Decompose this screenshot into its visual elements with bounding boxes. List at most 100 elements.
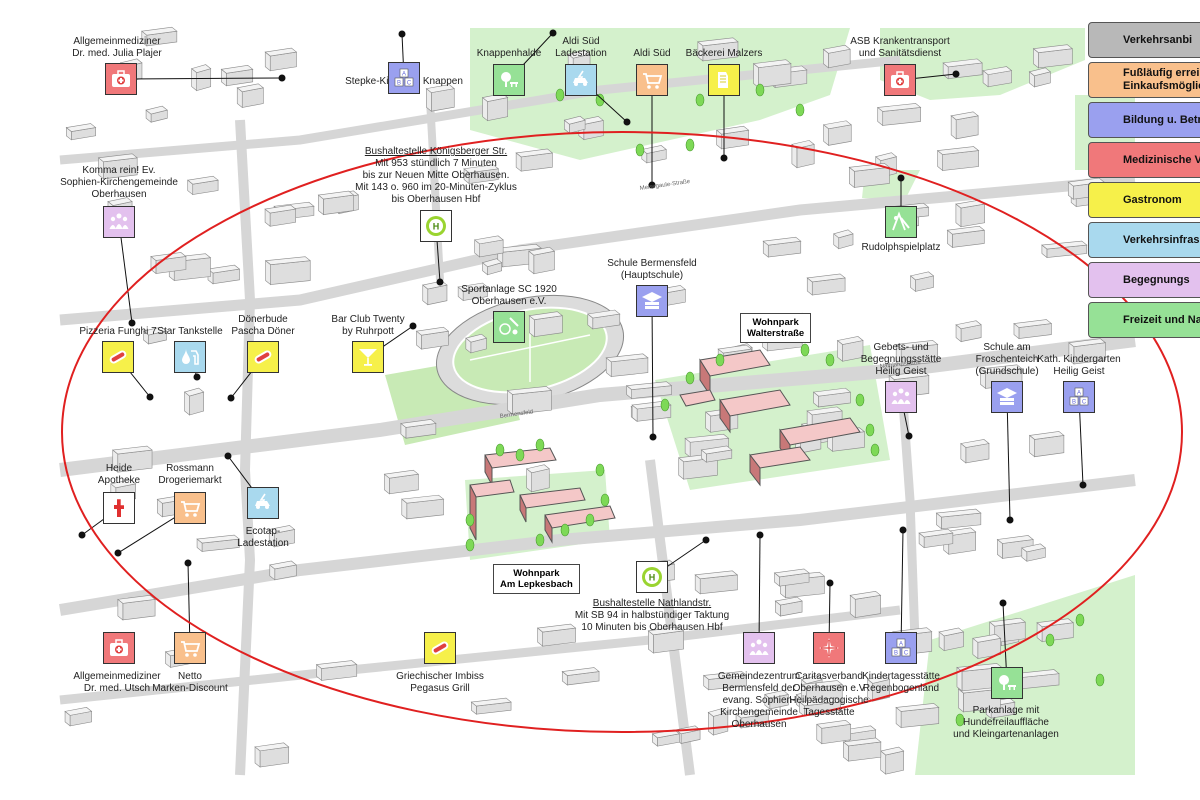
building xyxy=(895,340,939,367)
building xyxy=(196,534,241,553)
building xyxy=(938,627,965,652)
hotdog-icon[interactable] xyxy=(247,341,279,373)
legend-item-label: Medizinische Ver xyxy=(1123,153,1200,166)
tree xyxy=(635,143,645,157)
svg-text:A: A xyxy=(402,72,406,78)
ev-charging-icon[interactable] xyxy=(247,487,279,519)
school-icon[interactable] xyxy=(636,285,668,317)
building xyxy=(694,570,739,595)
tree xyxy=(535,533,545,547)
cocktail-icon[interactable] xyxy=(352,341,384,373)
leader-line xyxy=(118,221,133,324)
building xyxy=(463,164,500,185)
poi-label-line: Regenbogenland xyxy=(862,683,940,694)
legend-item-label: Gastronom xyxy=(1123,193,1182,206)
svg-text:C: C xyxy=(407,81,412,87)
building xyxy=(268,525,296,548)
building xyxy=(191,64,212,92)
poi-label-line: Pegasus Grill xyxy=(410,683,470,694)
building xyxy=(264,204,297,227)
building xyxy=(236,83,265,109)
leader-dot xyxy=(436,278,444,286)
building xyxy=(773,568,810,587)
caritas-cross-icon[interactable] xyxy=(813,632,845,664)
people-icon[interactable] xyxy=(743,632,775,664)
poi-label-line: Caritasverband xyxy=(795,671,863,682)
poi-label-line: Star Tankstelle xyxy=(157,326,223,337)
building xyxy=(112,445,153,473)
legend-item-label: Begegnungs xyxy=(1123,273,1190,286)
leader-dot xyxy=(193,373,201,381)
medical-kit-icon[interactable] xyxy=(884,64,916,96)
leader-line xyxy=(651,300,654,438)
fuel-pump-icon[interactable] xyxy=(174,341,206,373)
medical-kit-icon[interactable] xyxy=(105,63,137,95)
poi-label-line: Mit SB 94 in halbstündiger Taktung xyxy=(574,610,730,621)
svg-text:B: B xyxy=(397,81,401,87)
poi-label-5: Bäckerei Malzers xyxy=(686,48,763,60)
tree xyxy=(955,713,965,727)
building xyxy=(641,145,667,164)
park-icon[interactable] xyxy=(493,64,525,96)
medical-kit-icon[interactable] xyxy=(103,632,135,664)
poi-label-4: Aldi Süd xyxy=(633,48,670,60)
leader-line xyxy=(758,534,761,649)
building xyxy=(401,494,445,520)
bus-stop-icon[interactable]: H xyxy=(420,210,452,242)
people-icon[interactable] xyxy=(103,206,135,238)
building xyxy=(425,84,455,112)
poi-label-line: Apotheke xyxy=(97,475,141,486)
sports-ground xyxy=(435,294,625,406)
leader-dot xyxy=(720,154,728,162)
tree xyxy=(1075,613,1085,627)
leader-dot xyxy=(227,394,235,402)
poi-label-line: Bermensfeld der xyxy=(722,683,796,694)
tree xyxy=(685,138,695,152)
poi-label-line: Oberhausen e.V xyxy=(792,683,866,694)
building xyxy=(515,148,554,172)
street-label-bermensfeld: Bermensfeld xyxy=(499,409,533,420)
svg-text:C: C xyxy=(904,651,909,657)
park-icon[interactable] xyxy=(991,667,1023,699)
building xyxy=(64,707,93,727)
hotdog-icon[interactable] xyxy=(424,632,456,664)
poi-label-line: evang. Sophien- xyxy=(722,695,796,706)
leader-dot xyxy=(184,559,192,567)
sports-icon[interactable] xyxy=(493,311,525,343)
playground-icon[interactable] xyxy=(885,206,917,238)
ev-charging-icon[interactable] xyxy=(565,64,597,96)
poi-label-line: Rudolphspielplatz xyxy=(861,242,941,253)
poi-label-line: Bar Club Twenty xyxy=(331,314,405,325)
tree xyxy=(715,353,725,367)
tree xyxy=(685,371,695,385)
building xyxy=(822,44,851,69)
building xyxy=(849,590,882,619)
shopping-cart-icon[interactable] xyxy=(174,632,206,664)
school-icon[interactable] xyxy=(991,381,1023,413)
poi-label-line: Heilig Geist xyxy=(875,366,927,377)
pharmacy-icon[interactable] xyxy=(103,492,135,524)
building xyxy=(1068,338,1107,365)
building xyxy=(141,26,178,47)
building xyxy=(972,634,1002,660)
wohnpark-walterstrasse-line2: Walterstraße xyxy=(747,328,805,339)
shopping-cart-icon[interactable] xyxy=(174,492,206,524)
building xyxy=(955,320,982,343)
bus-stop-icon[interactable]: H xyxy=(636,561,668,593)
legend-item: Bildung u. Betr xyxy=(1088,102,1200,138)
tree xyxy=(695,93,705,107)
hotdog-icon[interactable] xyxy=(102,341,134,373)
poi-label-line: Marken-Discount xyxy=(152,683,228,694)
building xyxy=(876,103,922,127)
bakery-icon[interactable] xyxy=(708,64,740,96)
leader-dot xyxy=(1079,481,1087,489)
tree xyxy=(600,493,610,507)
building xyxy=(254,742,290,768)
shopping-cart-icon[interactable] xyxy=(636,64,668,96)
people-icon[interactable] xyxy=(885,381,917,413)
svg-text:H: H xyxy=(433,222,440,232)
